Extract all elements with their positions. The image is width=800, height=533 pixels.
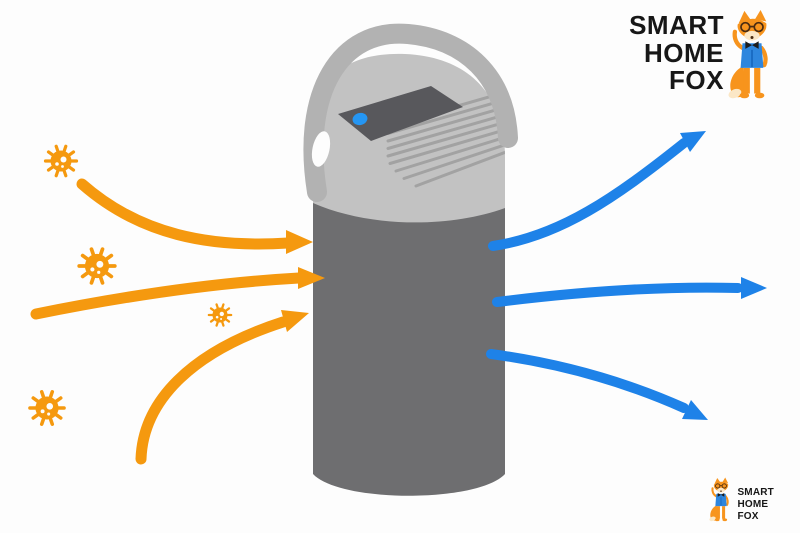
control-panel <box>338 86 463 141</box>
intake-arrowhead <box>281 310 309 332</box>
power-button-led <box>352 112 368 126</box>
logo-word-smart: SMART <box>737 487 774 498</box>
intake-arrow-middle <box>30 272 305 320</box>
brand-wordmark: SMART HOME FOX <box>629 10 724 95</box>
brand-logo-top-right: SMART HOME FOX <box>629 9 776 104</box>
brand-wordmark: SMART HOME FOX <box>737 487 774 524</box>
virus-icon <box>28 390 66 426</box>
purifier-top-dome <box>313 53 505 238</box>
logo-word-fox: FOX <box>737 511 759 522</box>
virus-icon <box>43 144 79 178</box>
virus-icon <box>77 247 117 285</box>
virus-icon <box>207 303 233 327</box>
purifier-body <box>313 203 505 496</box>
intake-arrowhead <box>286 230 313 254</box>
intake-arrow-top <box>76 178 294 250</box>
output-arrow-middle <box>492 282 743 307</box>
logo-word-smart: SMART <box>629 10 724 40</box>
output-arrowhead <box>682 400 708 420</box>
output-arrow-top <box>488 138 689 251</box>
output-arrowhead <box>680 131 706 152</box>
carry-handle <box>303 23 518 202</box>
intake-arrowhead <box>298 267 325 289</box>
brand-logo-bottom-right: SMART HOME FOX <box>709 477 774 524</box>
logo-word-home: HOME <box>644 37 724 68</box>
intake-arrow-bottom <box>135 316 289 465</box>
output-arrow-bottom <box>486 349 689 413</box>
fox-mascot-icon <box>728 9 776 104</box>
clean-air-arrows <box>486 131 767 420</box>
fox-mascot-icon <box>709 477 731 524</box>
air-purifier-device <box>303 23 518 496</box>
output-arrowhead <box>741 277 767 299</box>
handle-hole <box>311 131 331 167</box>
dirty-air-arrows <box>30 178 325 465</box>
logo-word-home: HOME <box>737 499 769 510</box>
logo-word-fox: FOX <box>669 65 724 95</box>
